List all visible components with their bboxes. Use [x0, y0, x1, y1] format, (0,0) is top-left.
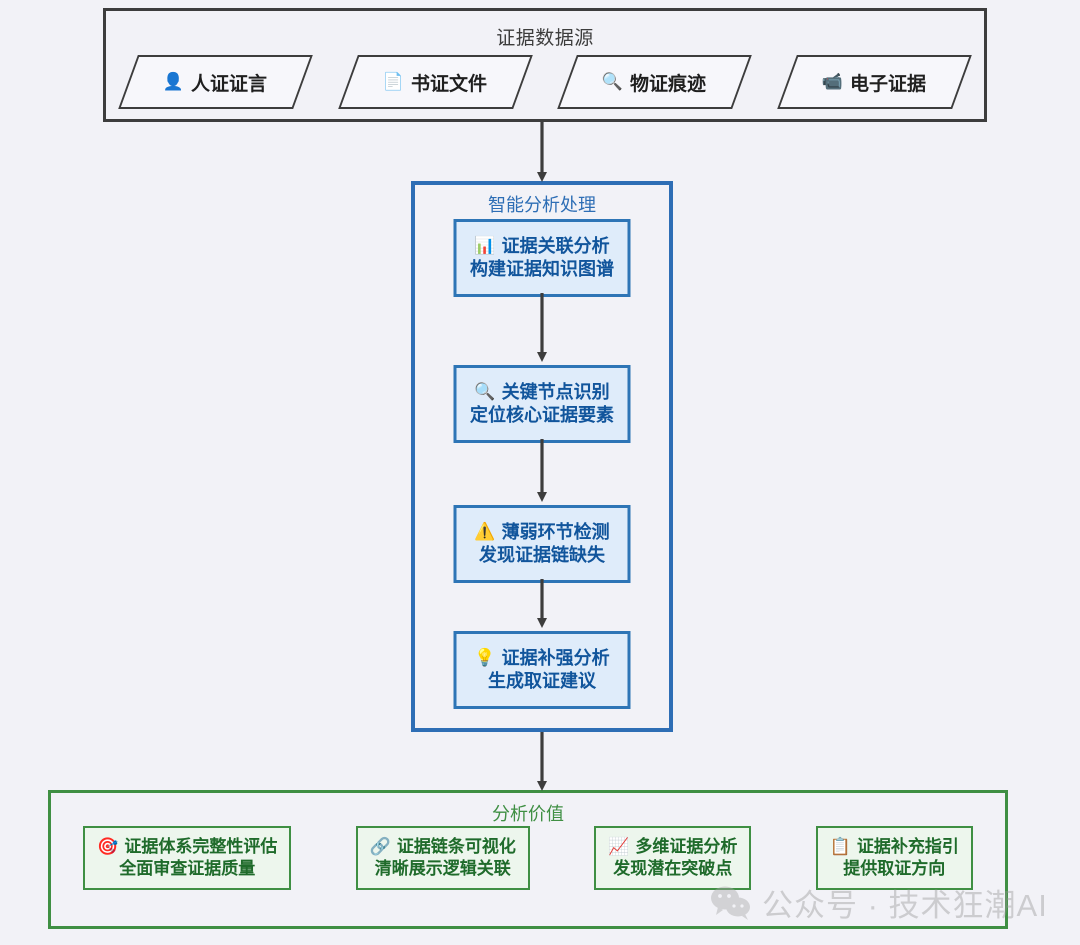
analysis-value-container: 分析价值 🎯 证据体系完整性评估 全面审查证据质量 🔗 证据链条可视化 清晰展示… [48, 790, 1008, 929]
value-node-line1: 证据体系完整性评估 [124, 837, 278, 857]
value-node-multidim[interactable]: 📈 多维证据分析 发现潜在突破点 [594, 826, 752, 890]
value-node-line1: 证据链条可视化 [396, 837, 516, 857]
value-node-line2: 清晰展示逻辑关联 [374, 859, 511, 878]
analysis-step-line2: 发现证据链缺失 [479, 545, 605, 565]
analysis-process-title: 智能分析处理 [488, 195, 596, 215]
analysis-step-key-node[interactable]: 🔍 关键节点识别 定位核心证据要素 [453, 365, 631, 443]
evidence-sources-container: 证据数据源 👤 人证证言 📄 书证文件 🔍 物证痕迹 [103, 8, 987, 122]
warning-icon: ⚠️ [474, 522, 496, 543]
analysis-step-line1: 关键节点识别 [501, 382, 610, 403]
value-node-line1: 多维证据分析 [635, 837, 738, 857]
source-node-label: 物证痕迹 [630, 73, 707, 95]
analysis-process-container: 智能分析处理 📊 证据关联分析 构建证据知识图谱 🔍 关键节点识别 定位核心证据… [411, 181, 673, 732]
source-node-label: 书证文件 [411, 73, 488, 95]
analysis-step-weak-link[interactable]: ⚠️ 薄弱环节检测 发现证据链缺失 [453, 505, 631, 583]
value-node-line2: 发现潜在突破点 [613, 859, 733, 878]
target-icon: 🎯 [97, 836, 119, 857]
link-icon: 🔗 [369, 836, 391, 857]
bar-chart-icon: 📊 [474, 236, 496, 257]
source-node-electronic[interactable]: 📹 电子证据 [776, 55, 972, 109]
analysis-step-reinforcement[interactable]: 💡 证据补强分析 生成取证建议 [453, 631, 631, 709]
evidence-sources-title: 证据数据源 [496, 28, 594, 49]
document-icon: 📄 [383, 71, 405, 92]
source-node-witness[interactable]: 👤 人证证言 [118, 55, 314, 109]
clipboard-icon: 📋 [829, 836, 851, 857]
value-node-line1: 证据补充指引 [856, 837, 959, 857]
analysis-step-line1: 证据补强分析 [501, 648, 610, 669]
evidence-sources-row: 👤 人证证言 📄 书证文件 🔍 物证痕迹 📹 电子证据 [106, 53, 984, 111]
magnifier-icon: 🔍 [474, 382, 496, 403]
analysis-step-line1: 证据关联分析 [501, 236, 610, 257]
value-node-line2: 提供取证方向 [843, 859, 946, 878]
source-node-label: 电子证据 [850, 73, 927, 95]
source-node-document[interactable]: 📄 书证文件 [337, 55, 533, 109]
analysis-step-line2: 生成取证建议 [488, 671, 596, 691]
analysis-value-title: 分析价值 [492, 804, 564, 824]
value-node-integrity[interactable]: 🎯 证据体系完整性评估 全面审查证据质量 [83, 826, 292, 890]
magnifier-icon: 🔍 [602, 71, 624, 92]
value-node-chain-visual[interactable]: 🔗 证据链条可视化 清晰展示逻辑关联 [355, 826, 530, 890]
video-camera-icon: 📹 [822, 71, 844, 92]
source-node-physical[interactable]: 🔍 物证痕迹 [557, 55, 753, 109]
analysis-step-correlation[interactable]: 📊 证据关联分析 构建证据知识图谱 [453, 219, 631, 297]
analysis-step-line2: 定位核心证据要素 [470, 405, 614, 425]
analysis-value-row: 🎯 证据体系完整性评估 全面审查证据质量 🔗 证据链条可视化 清晰展示逻辑关联 … [51, 826, 1005, 898]
analysis-step-line1: 薄弱环节检测 [501, 522, 610, 543]
lightbulb-icon: 💡 [474, 648, 496, 669]
person-icon: 👤 [163, 71, 185, 92]
chart-increasing-icon: 📈 [608, 836, 630, 857]
source-node-label: 人证证言 [191, 73, 268, 95]
analysis-step-line2: 构建证据知识图谱 [470, 259, 614, 279]
value-node-guidance[interactable]: 📋 证据补充指引 提供取证方向 [815, 826, 973, 890]
value-node-line2: 全面审查证据质量 [119, 859, 256, 878]
